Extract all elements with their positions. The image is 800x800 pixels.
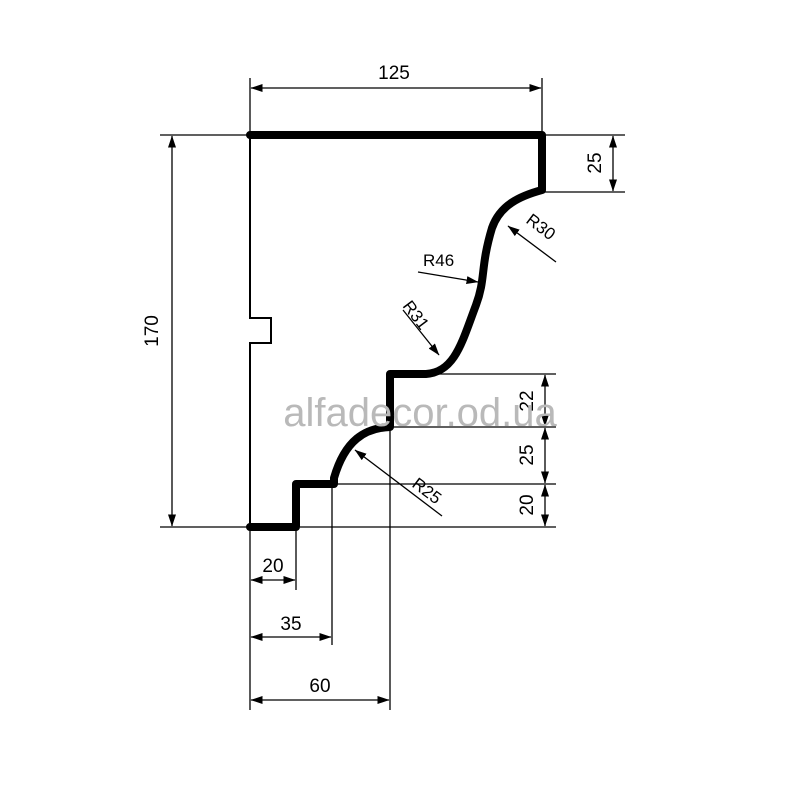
- dimension-label-125: 125: [378, 63, 410, 84]
- dimension-bottom-stack: 20 35 60: [249, 430, 391, 710]
- dimension-label-25-top: 25: [585, 152, 606, 173]
- radius-label-r46: R46: [423, 251, 454, 270]
- dimension-top-width: 125: [249, 63, 543, 133]
- dimension-right-stack: 22 25 20: [300, 373, 556, 528]
- dimension-label-170: 170: [142, 315, 163, 347]
- dimension-label-25-lower: 25: [517, 444, 538, 465]
- dimension-label-20-right: 20: [517, 494, 538, 515]
- radius-label-r30: R30: [523, 210, 559, 244]
- profile-back-line: [249, 135, 272, 527]
- dimension-label-22: 22: [517, 390, 538, 411]
- radius-label-r31: R31: [399, 297, 433, 333]
- radius-label-r25: R25: [409, 474, 445, 508]
- profile-thick-path: [246, 131, 546, 531]
- dimension-right-top: 25: [545, 134, 625, 193]
- radius-r25: R25: [354, 449, 445, 517]
- dimension-total-height: 170: [142, 134, 248, 528]
- dimension-label-60: 60: [309, 676, 330, 697]
- profile-outline: [246, 131, 546, 531]
- radius-r30: R30: [507, 210, 559, 263]
- dimension-label-20-bottom: 20: [262, 556, 283, 577]
- dimension-label-35: 35: [280, 614, 301, 635]
- radius-r31: R31: [399, 297, 440, 356]
- radius-r46: R46: [417, 251, 479, 285]
- watermark-text: alfadecor.od.ua: [283, 391, 557, 435]
